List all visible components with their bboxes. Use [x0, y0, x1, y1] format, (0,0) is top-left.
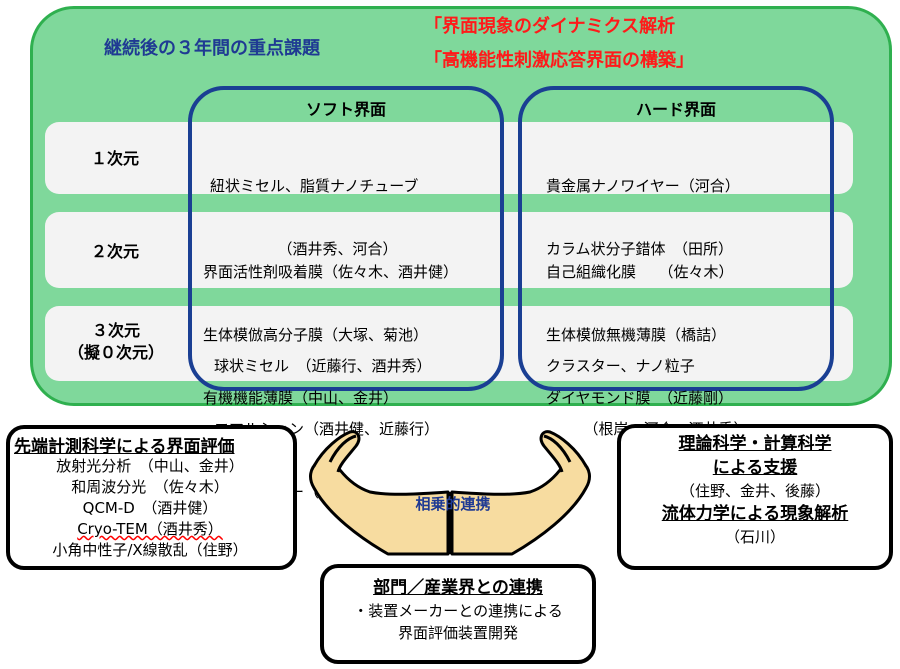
cell-line: （酒井秀、河合） [210, 240, 398, 258]
collaboration-title: 部門／産業界との連携 [373, 578, 543, 598]
cell-line: 紐状ミセル、脂質ナノチューブ [210, 177, 419, 195]
fluid-dynamics-member: （石川） [724, 528, 785, 546]
measurement-title: 先端計測科学による界面評価 [14, 437, 235, 457]
panel-heading: 継続後の３年間の重点課題 [104, 38, 320, 59]
cell-line: 生体模倣無機薄膜（橋詰） [546, 326, 727, 344]
collaboration-line-2: 界面評価装置開発 [397, 624, 518, 642]
measurement-item: 和周波分光 （佐々木） [71, 478, 229, 496]
row-label-1d: １次元 [90, 149, 139, 168]
row-2d [45, 212, 853, 288]
cell-line: 有機機能薄膜（中山、金井） [203, 389, 399, 407]
cell-line: ダイヤモンド膜 （近藤剛） [546, 389, 734, 407]
hard-interface-header: ハード界面 [635, 100, 716, 119]
collaboration-line-1: ・装置メーカーとの連携による [353, 602, 563, 620]
cell-1d-hard: 貴金属ナノワイヤー（河合） カラム状分子錯体 （田所） [546, 134, 740, 281]
row-label-3d-line2: （擬０次元） [67, 343, 164, 362]
theory-members: （住野、金井、後藤） [679, 482, 830, 500]
theory-box [617, 424, 893, 570]
main-theme-1: 「界面現象のダイナミクス解析 [424, 16, 676, 37]
cell-line: 貴金属ナノワイヤー（河合） [546, 177, 740, 195]
measurement-item: QCM-D （酒井健） [82, 499, 218, 517]
theory-content: 理論科学・計算科学 による支援 （住野、金井、後藤） 流体力学による現象解析 （… [620, 432, 890, 548]
soft-interface-header: ソフト界面 [305, 100, 386, 119]
fluid-dynamics-title: 流体力学による現象解析 [661, 504, 849, 524]
measurement-item: 放射光分析 （中山、金井） [56, 457, 244, 475]
hard-interface-frame [518, 86, 834, 391]
row-1d [45, 122, 853, 194]
main-theme-2: 「高機能性刺激応答界面の構築」 [424, 50, 694, 71]
row-label-3d: ３次元 （擬０次元） [66, 320, 166, 364]
cell-line: 生体模倣高分子膜（大塚、菊池） [203, 326, 429, 344]
row-label-3d-line1: ３次元 [91, 321, 140, 340]
row-3d [45, 306, 853, 381]
cell-line: 界面活性剤吸着膜（佐々木、酒井健） [203, 263, 459, 281]
cell-line: カラム状分子錯体 （田所） [546, 240, 734, 258]
soft-interface-frame [188, 86, 504, 391]
collaboration-content: 部門／産業界との連携 ・装置メーカーとの連携による 界面評価装置開発 [322, 576, 594, 644]
measurement-item: 小角中性子/X線散乱（住野） [52, 541, 248, 559]
measurement-list: 放射光分析 （中山、金井） 和周波分光 （佐々木） QCM-D （酒井健） Cr… [10, 456, 290, 561]
collaboration-box [320, 564, 596, 664]
theory-title: 理論科学・計算科学 [678, 434, 832, 454]
cell-line: 球状ミセル （近藤行、酒井秀） [214, 357, 432, 375]
cell-1d-soft: 紐状ミセル、脂質ナノチューブ （酒井秀、河合） [210, 134, 418, 281]
measurement-item: Cryo-TEM（酒井秀） [10, 519, 290, 540]
cell-2d-hard: 自己組織化膜 （佐々木） 生体模倣無機薄膜（橋詰） ダイヤモンド膜 （近藤剛） [546, 220, 734, 430]
synergy-label: 相乗的連携 [415, 495, 491, 513]
hands-illustration [309, 430, 591, 556]
cryo-tem-text: Cryo-TEM（酒井秀） [77, 520, 223, 538]
theory-subtitle: による支援 [712, 458, 798, 478]
cell-line: クラスター、ナノ粒子 [546, 357, 695, 375]
row-label-2d: ２次元 [90, 242, 139, 261]
cell-line: 自己組織化膜 （佐々木） [546, 263, 734, 281]
cell-2d-soft: 界面活性剤吸着膜（佐々木、酒井健） 生体模倣高分子膜（大塚、菊池） 有機機能薄膜… [203, 220, 458, 430]
measurement-box [6, 425, 297, 570]
